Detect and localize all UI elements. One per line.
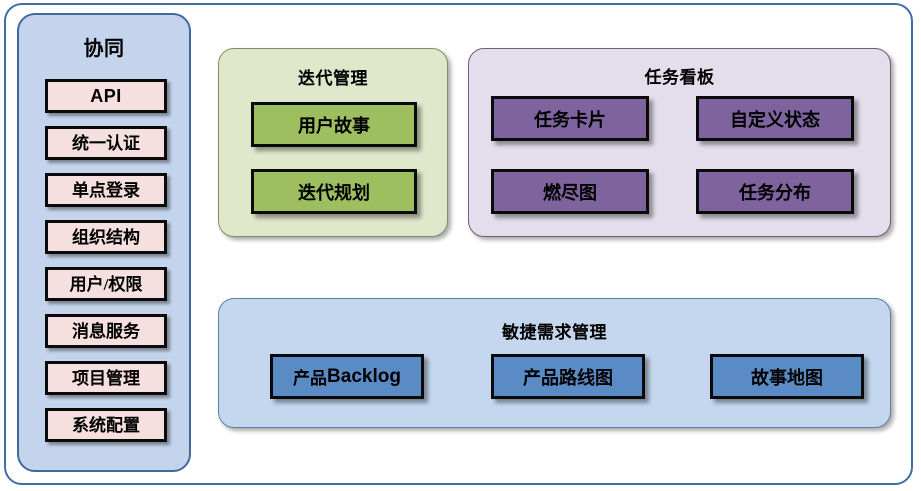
iteration-item-iteration-planning[interactable]: 迭代规划	[251, 169, 417, 214]
sidebar-item-unified-auth[interactable]: 统一认证	[45, 126, 167, 160]
sidebar-item-project-management[interactable]: 项目管理	[45, 361, 167, 395]
sidebar-item-system-config[interactable]: 系统配置	[45, 408, 167, 442]
board-item-burndown-chart[interactable]: 燃尽图	[491, 169, 649, 214]
board-panel-title: 任务看板	[644, 68, 715, 87]
sidebar-item-org-structure[interactable]: 组织结构	[45, 220, 167, 254]
agile-panel-title: 敏捷需求管理	[502, 323, 607, 342]
panel-iteration-management[interactable]: 迭代管理 用户故事 迭代规划	[218, 48, 448, 237]
sidebar-panel-title: 协同	[83, 38, 125, 60]
board-item-task-card[interactable]: 任务卡片	[491, 96, 649, 141]
board-item-task-distribution[interactable]: 任务分布	[696, 169, 854, 214]
panel-task-board[interactable]: 任务看板 任务卡片 自定义状态 燃尽图 任务分布	[468, 48, 891, 237]
agile-item-product-backlog-latin: Backlog	[327, 365, 401, 387]
iteration-panel-title: 迭代管理	[298, 69, 368, 88]
agile-item-product-roadmap[interactable]: 产品路线图	[491, 354, 645, 399]
sidebar-item-user-permission[interactable]: 用户/权限	[45, 267, 167, 301]
sidebar-panel-collaboration[interactable]: 协同 API 统一认证 单点登录 组织结构 用户/权限 消息服务 项目管理 系统…	[17, 13, 191, 472]
sidebar-item-single-sign-on[interactable]: 单点登录	[45, 173, 167, 207]
agile-item-story-map[interactable]: 故事地图	[710, 354, 864, 399]
sidebar-item-api[interactable]: API	[45, 79, 167, 113]
board-item-custom-status[interactable]: 自定义状态	[696, 96, 854, 141]
agile-item-product-backlog-cjk: 产品	[293, 369, 328, 388]
sidebar-item-message-service[interactable]: 消息服务	[45, 314, 167, 348]
outer-frame-border	[4, 3, 913, 485]
iteration-item-user-story[interactable]: 用户故事	[251, 102, 417, 147]
